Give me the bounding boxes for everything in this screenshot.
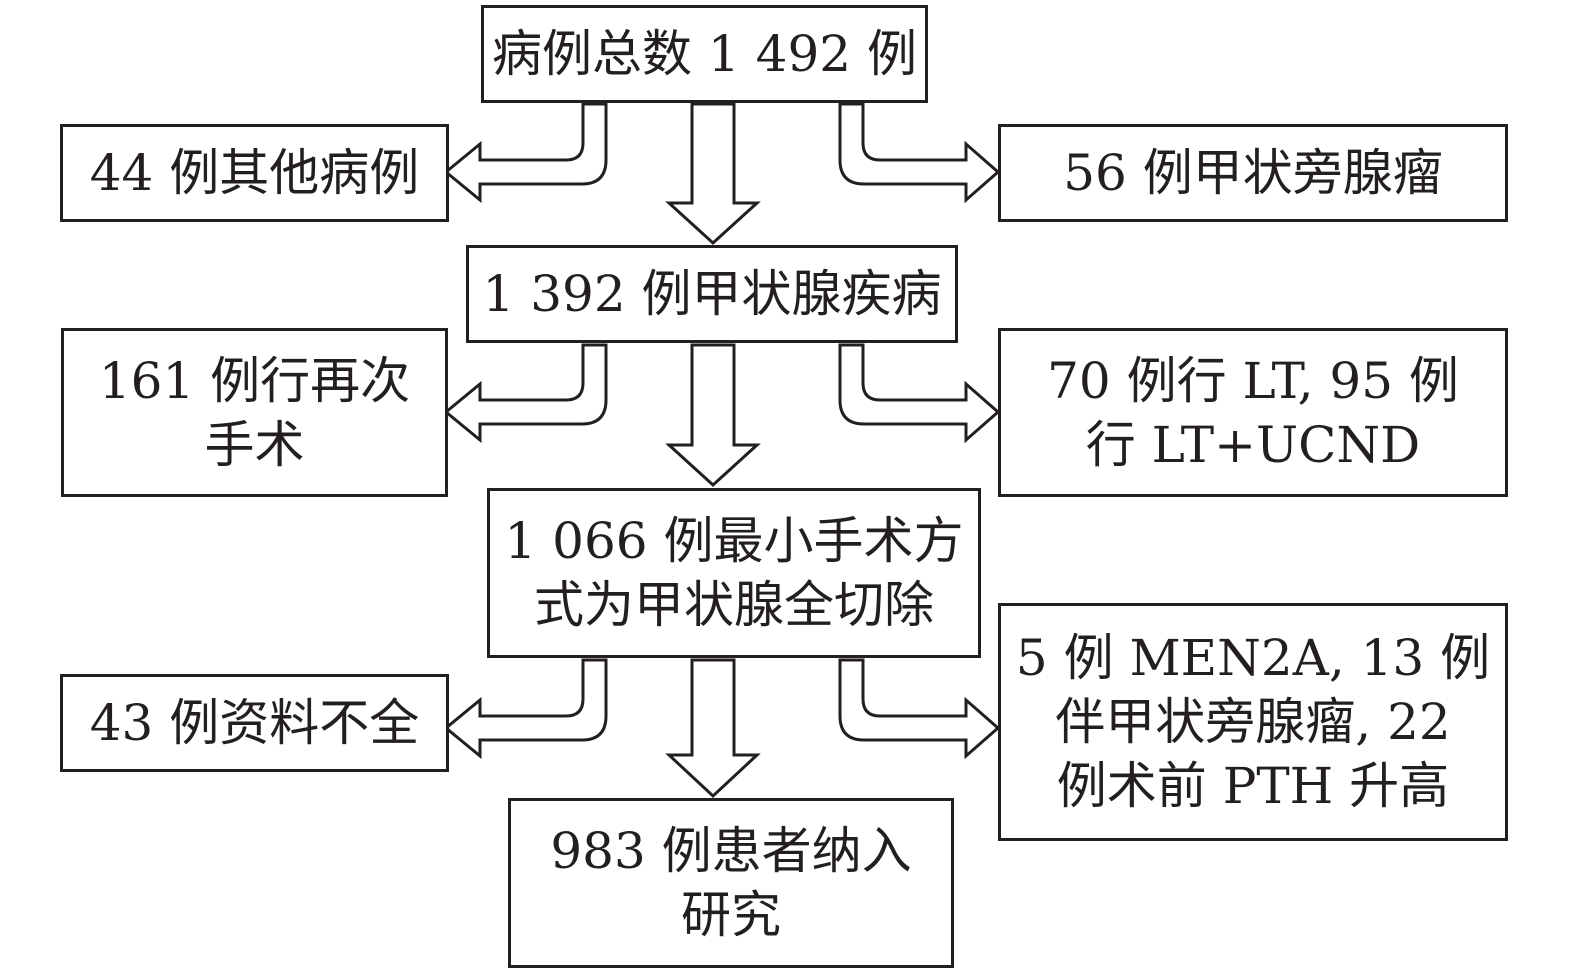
arrow-right-2 xyxy=(838,343,1001,444)
box-text-line: 43 例资料不全 xyxy=(89,694,420,752)
arrow-left-2 xyxy=(443,343,608,444)
box-text: 1 066 例最小手术方式为甲状腺全切除 xyxy=(504,509,963,637)
arrow-left-3 xyxy=(443,658,608,760)
box-text-line: 研究 xyxy=(680,886,781,944)
box-text-line: 161 例行再次 xyxy=(98,351,411,410)
box-total: 病例总数 1 492 例 xyxy=(481,5,928,103)
box-text-line: 病例总数 1 492 例 xyxy=(492,25,917,83)
box-text-line: 983 例患者纳入 xyxy=(550,822,912,880)
box-text-line: 行 LT+UCND xyxy=(1085,415,1421,474)
box-text-line: 70 例行 LT, 95 例 xyxy=(1047,351,1459,410)
box-excluded-lt-ucnd: 70 例行 LT, 95 例行 LT+UCND xyxy=(998,328,1508,497)
arrow-left-1 xyxy=(443,102,608,204)
box-excluded-other: 44 例其他病例 xyxy=(60,124,449,222)
arrow-right-3 xyxy=(838,658,1001,760)
arrow-down-2 xyxy=(665,343,761,488)
box-text: 161 例行再次手术 xyxy=(99,349,410,477)
arrow-right-1 xyxy=(838,102,1001,204)
box-text-line: 例术前 PTH 升高 xyxy=(1056,757,1450,815)
box-thyroid-disease: 1 392 例甲状腺疾病 xyxy=(466,245,958,343)
box-text-line: 式为甲状腺全切除 xyxy=(533,576,934,634)
box-minimal-total-thyroidectomy: 1 066 例最小手术方式为甲状腺全切除 xyxy=(487,488,981,658)
box-text: 1 392 例甲状腺疾病 xyxy=(482,262,941,326)
box-text-line: 伴甲状旁腺瘤, 22 xyxy=(1055,693,1451,751)
box-excluded-reoperation: 161 例行再次手术 xyxy=(61,328,448,497)
box-included-study: 983 例患者纳入研究 xyxy=(508,798,954,968)
box-text: 43 例资料不全 xyxy=(90,691,420,755)
box-text: 56 例甲状旁腺瘤 xyxy=(1063,141,1443,205)
box-text-line: 1 392 例甲状腺疾病 xyxy=(482,265,942,323)
box-text: 病例总数 1 492 例 xyxy=(492,22,917,86)
box-text-line: 44 例其他病例 xyxy=(89,144,420,202)
box-excluded-men2a-pth: 5 例 MEN2A, 13 例伴甲状旁腺瘤, 22 例术前 PTH 升高 xyxy=(998,603,1508,841)
box-text-line: 1 066 例最小手术方 xyxy=(504,512,964,570)
arrow-down-1 xyxy=(665,102,761,246)
box-text: 44 例其他病例 xyxy=(90,141,420,205)
arrow-down-3 xyxy=(665,658,761,799)
box-text-line: 手术 xyxy=(204,415,305,474)
box-text-line: 5 例 MEN2A, 13 例 xyxy=(1015,629,1491,687)
box-excluded-parathyroid-adenoma: 56 例甲状旁腺瘤 xyxy=(998,124,1508,222)
box-excluded-incomplete-data: 43 例资料不全 xyxy=(60,674,449,772)
box-text: 983 例患者纳入研究 xyxy=(550,819,911,947)
box-text: 70 例行 LT, 95 例行 LT+UCND xyxy=(1047,349,1459,477)
box-text-line: 56 例甲状旁腺瘤 xyxy=(1063,144,1443,202)
box-text: 5 例 MEN2A, 13 例伴甲状旁腺瘤, 22 例术前 PTH 升高 xyxy=(1016,626,1490,818)
